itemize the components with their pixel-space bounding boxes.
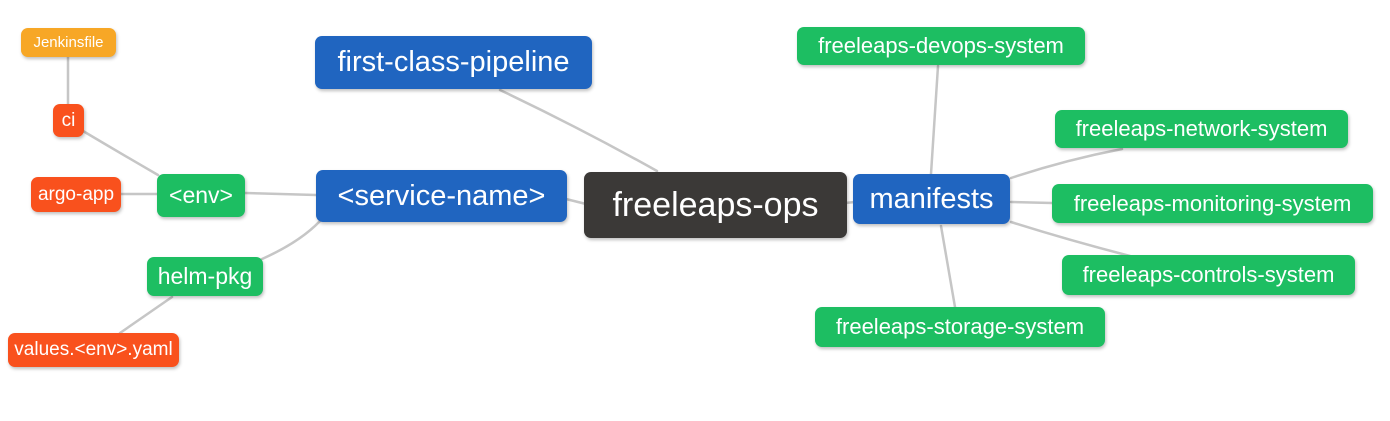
edge-manifests-freeleaps-storage-system [939,224,957,309]
edge-first-class-pipeline-freeleaps-ops [498,88,659,173]
edge-helm-pkg-service-name [260,219,322,261]
mindmap-node-env[interactable]: <env> [157,174,245,217]
edge-manifests-freeleaps-controls-system [1009,220,1132,258]
edge-env-service-name [243,191,318,197]
mindmap-node-argo-app[interactable]: argo-app [31,177,121,212]
mindmap-node-service-name[interactable]: <service-name> [316,170,567,222]
edge-manifests-freeleaps-devops-system [929,64,940,176]
mindmap-node-ci[interactable]: ci [53,104,84,137]
mindmap-node-freeleaps-devops-system[interactable]: freeleaps-devops-system [797,27,1085,65]
edge-values-env-yaml-helm-pkg [118,295,174,335]
mindmap-node-first-class-pipeline[interactable]: first-class-pipeline [315,36,592,89]
mindmap-node-freeleaps-ops[interactable]: freeleaps-ops [584,172,847,238]
mindmap-node-helm-pkg[interactable]: helm-pkg [147,257,263,296]
mindmap-node-jenkinsfile[interactable]: Jenkinsfile [21,28,116,57]
mindmap-node-manifests[interactable]: manifests [853,174,1010,224]
mindmap-node-values-env-yaml[interactable]: values.<env>.yaml [8,333,179,367]
mindmap-node-freeleaps-storage-system[interactable]: freeleaps-storage-system [815,307,1105,347]
edge-service-name-freeleaps-ops [564,197,588,206]
mindmap-node-freeleaps-controls-system[interactable]: freeleaps-controls-system [1062,255,1355,295]
mindmap-node-freeleaps-network-system[interactable]: freeleaps-network-system [1055,110,1348,148]
edge-ci-env [81,129,160,177]
edge-manifests-freeleaps-monitoring-system [1009,200,1054,205]
edge-manifests-freeleaps-network-system [1009,147,1124,180]
mindmap-node-freeleaps-monitoring-system[interactable]: freeleaps-monitoring-system [1052,184,1373,223]
